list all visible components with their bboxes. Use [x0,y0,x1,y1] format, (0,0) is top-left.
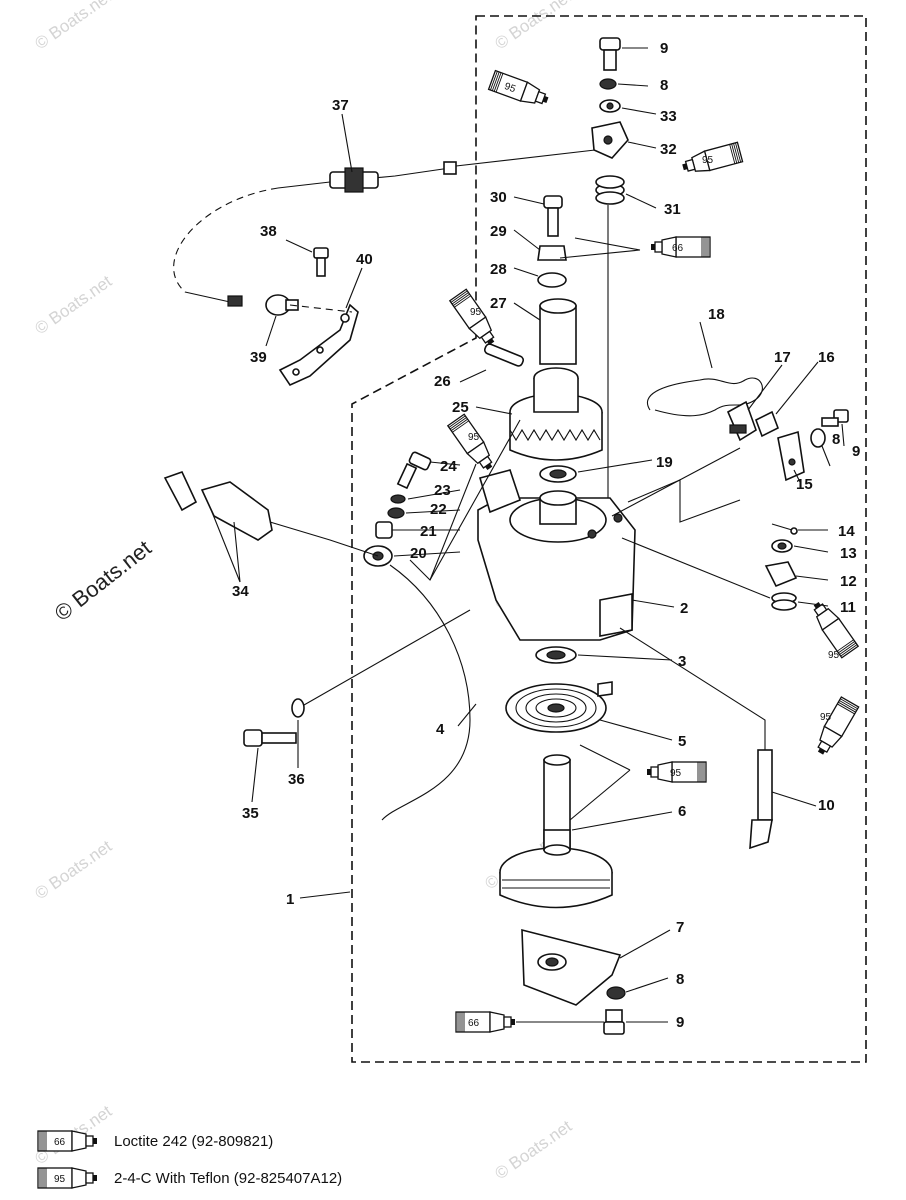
part-3-washer [535,646,577,664]
upper-fasteners [591,37,629,520]
callout-17: 17 [774,349,791,366]
callout-9-bottom: 9 [676,1014,684,1031]
part-18-spring [647,377,763,417]
cable-37 [173,149,596,307]
callout-9-top: 9 [660,40,668,57]
link-line [289,304,353,313]
callout-13: 13 [840,545,857,562]
tube-code: 95 [503,81,518,95]
callout-5: 5 [678,733,686,750]
tube-code: 66 [672,243,684,254]
callout-11: 11 [840,599,856,616]
callout-numbers: 1 2 3 4 5 6 7 8 8 8 9 9 9 10 11 12 13 14… [232,40,860,1031]
callout-34: 34 [232,583,249,600]
part-7-plate [521,928,622,1006]
watermark: © Boats.net [31,271,115,338]
right-lower-parts [764,523,798,611]
callout-4: 4 [436,721,445,738]
callout-40: 40 [356,251,373,268]
callout-16: 16 [818,349,835,366]
watermark-large: © Boats.net [50,535,156,626]
part-10-lever [619,627,773,850]
watermark: © Boats.net [31,836,115,903]
callout-6: 6 [678,803,686,820]
callout-35: 35 [242,805,259,822]
legend-code: 95 [54,1174,66,1185]
callout-8-top: 8 [660,77,668,94]
callout-20: 20 [410,545,427,562]
callout-26: 26 [434,373,451,390]
callout-10: 10 [818,797,835,814]
callout-32: 32 [660,141,677,158]
callout-14: 14 [838,523,855,540]
watermark: © Boats.net [491,0,575,53]
tube-code: 95 [820,712,832,723]
sealant-tubes: 95 95 66 95 95 95 95 95 66 [447,69,860,1033]
legend: 66 Loctite 242 (92-809821) 95 2-4-C With… [37,1130,342,1189]
callout-27: 27 [490,295,507,312]
callout-37: 37 [332,97,349,114]
callout-24: 24 [440,458,457,475]
part-40-bracket [278,303,359,387]
callout-12: 12 [840,573,857,590]
part-5-spring [505,681,613,733]
tube-code: 66 [468,1018,480,1029]
callout-33: 33 [660,108,677,125]
tube-code: 95 [702,155,714,166]
assembly-boundary [351,15,867,1063]
leader-lines [211,47,845,1023]
watermark: © Boats.net [491,1116,575,1183]
callout-39: 39 [250,349,267,366]
callout-23: 23 [434,482,451,499]
callout-38: 38 [260,223,277,240]
connector-lines [409,419,771,599]
callout-15: 15 [796,476,813,493]
callout-28: 28 [490,261,507,278]
tube-code: 95 [828,650,840,661]
callout-1: 1 [286,891,294,908]
callout-18: 18 [708,306,725,323]
tube-code: 95 [468,432,480,443]
tube-code: 95 [670,768,682,779]
watermark: © Boats.net [31,0,115,53]
right-cluster [726,400,849,482]
callout-2: 2 [680,600,688,617]
legend-text: 2-4-C With Teflon (92-825407A12) [114,1170,342,1187]
callout-8-right: 8 [832,431,840,448]
callout-3: 3 [678,653,686,670]
callout-31: 31 [664,201,681,218]
callout-9-right: 9 [852,443,860,460]
shaft-stack [483,195,603,483]
callout-25: 25 [452,399,469,416]
bolt-35 [243,609,471,747]
lower-fasteners [603,986,626,1035]
callout-7: 7 [676,919,684,936]
legend-text: Loctite 242 (92-809821) [114,1133,273,1150]
legend-code: 66 [54,1137,66,1148]
callout-36: 36 [288,771,305,788]
legend-item-66: 66 Loctite 242 (92-809821) [37,1130,273,1152]
callout-30: 30 [490,189,507,206]
callout-21: 21 [420,523,437,540]
part-6-pulley [499,754,613,909]
callout-19: 19 [656,454,673,471]
part-2-housing [477,469,636,641]
tube-code: 95 [470,307,482,318]
callout-29: 29 [490,223,507,240]
legend-item-95: 95 2-4-C With Teflon (92-825407A12) [37,1167,342,1189]
callout-22: 22 [430,501,447,518]
part-38-screw [313,247,329,277]
callout-8-bottom: 8 [676,971,684,988]
